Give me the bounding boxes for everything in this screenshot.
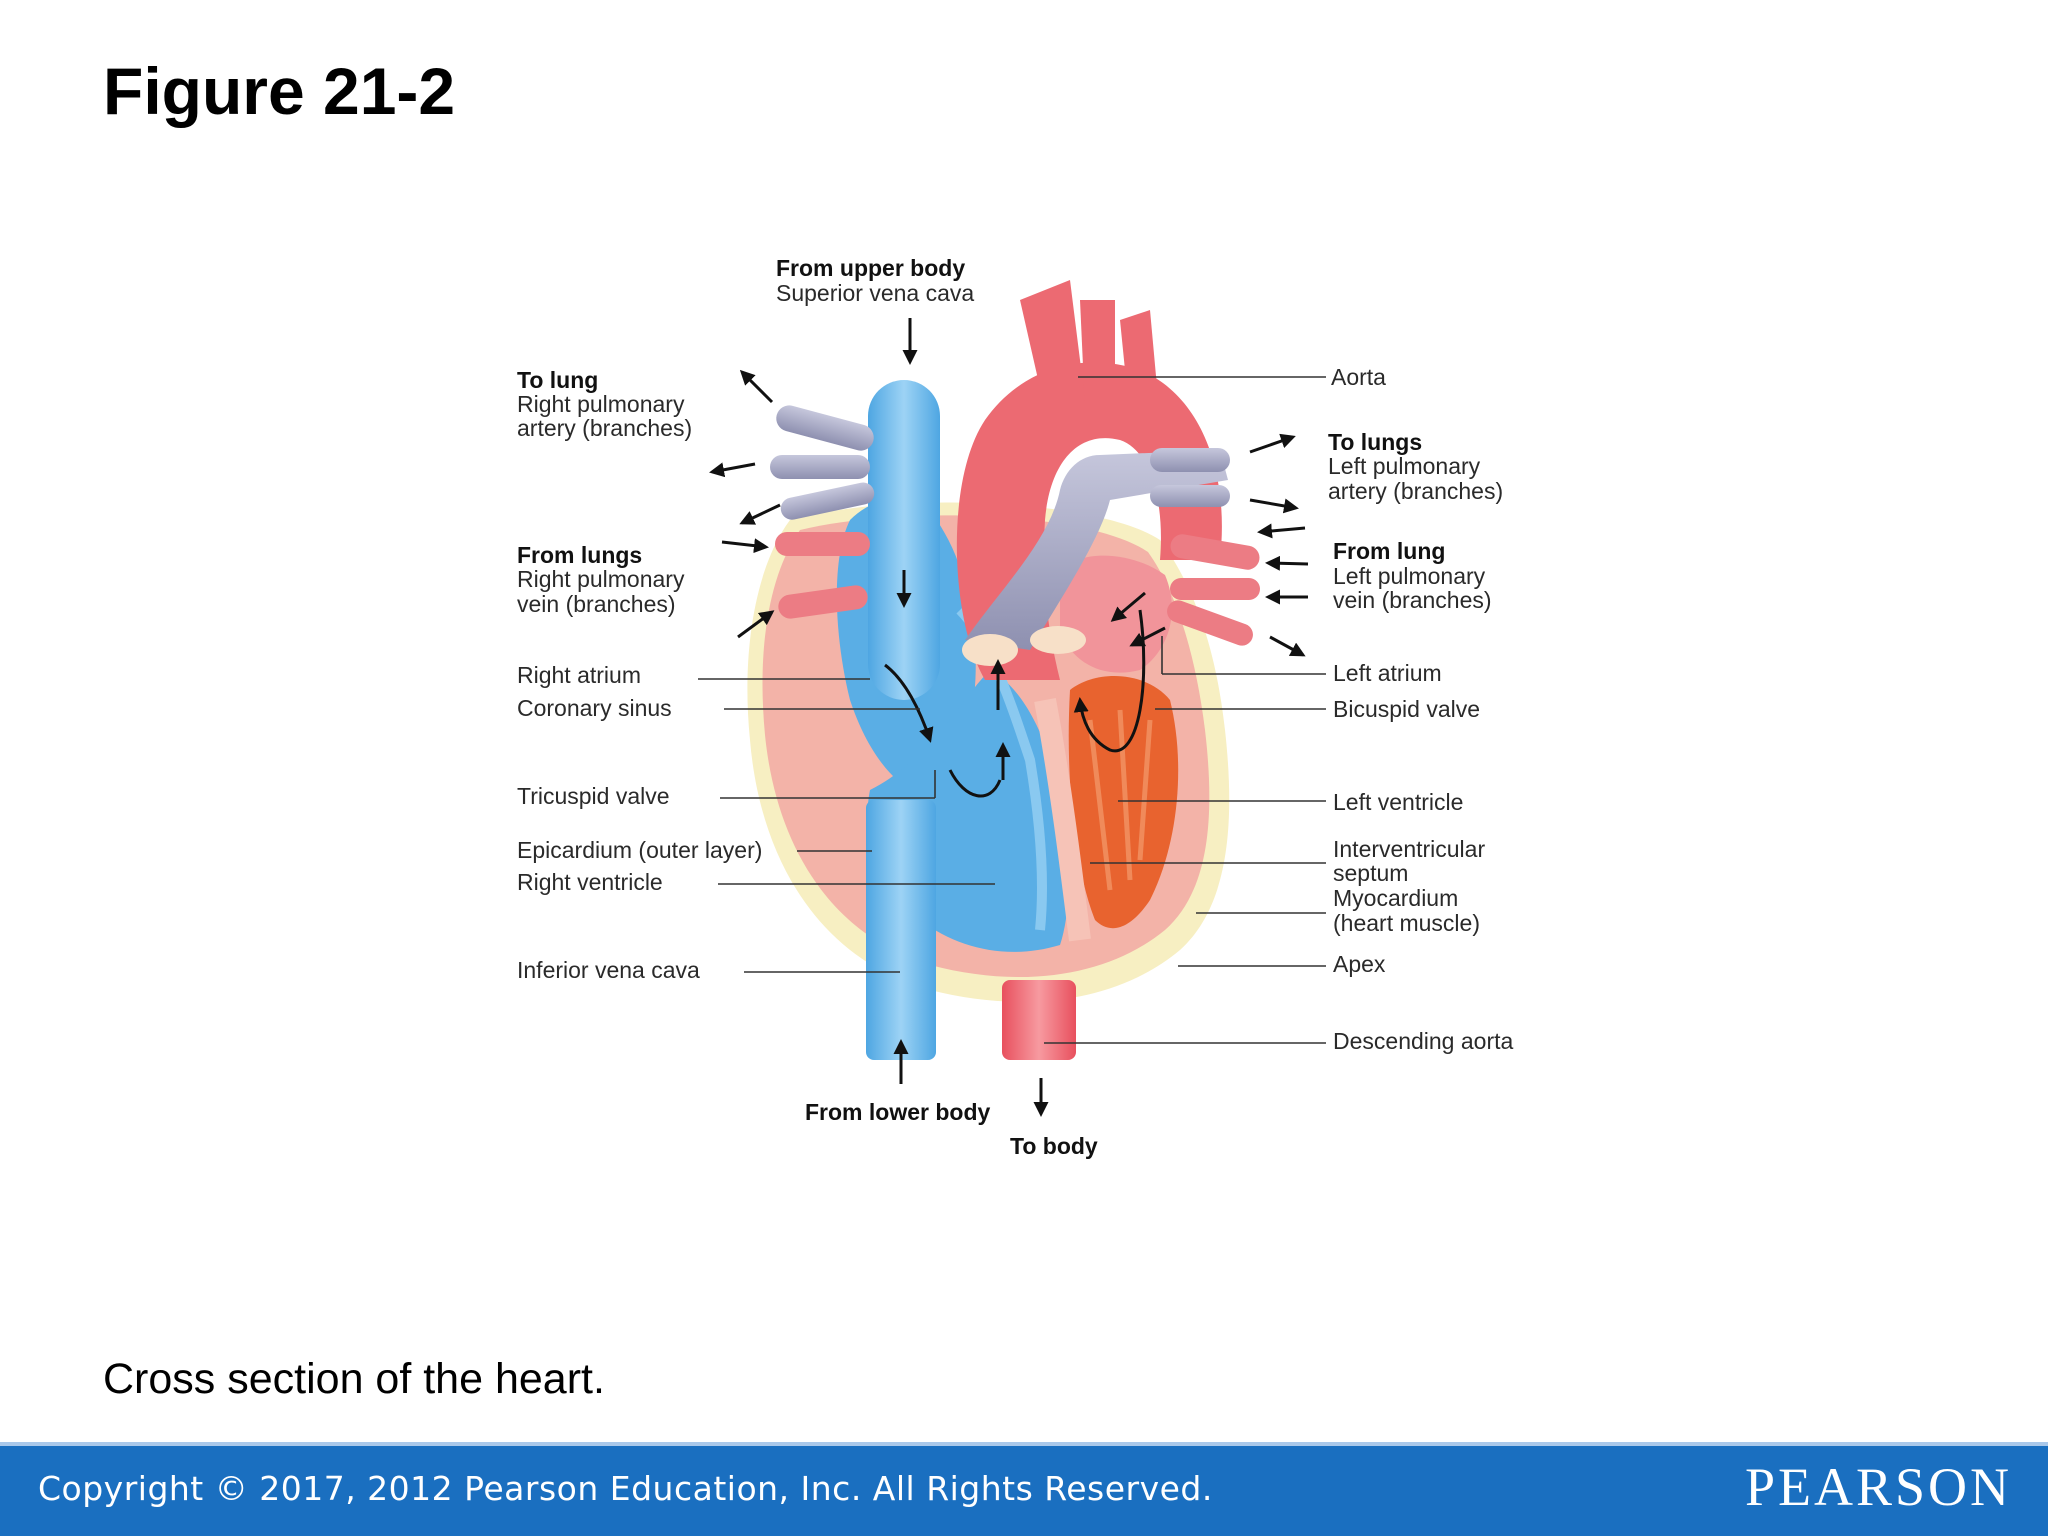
label-right-pulmonary-artery-1: Right pulmonary [517,391,685,417]
label-right-ventricle: Right ventricle [517,869,663,895]
label-superior-vena-cava: Superior vena cava [776,280,974,306]
copyright-notice: Copyright © 2017, 2012 Pearson Education… [38,1469,1213,1508]
pearson-logo: PEARSON [1744,1457,2012,1517]
footer-divider [0,1442,2048,1446]
label-from-lung: From lung [1333,538,1445,564]
inferior-vena-cava-shape [866,800,936,1060]
slide-title: Figure 21-2 [103,54,456,128]
label-to-lungs: To lungs [1328,429,1422,455]
label-descending-aorta: Descending aorta [1333,1028,1513,1054]
pulmonary-trunk-shape [965,450,1228,650]
label-left-pulmonary-vein-1: Left pulmonary [1333,563,1486,589]
label-right-pulmonary-vein-2: vein (branches) [517,591,676,617]
label-bicuspid-valve: Bicuspid valve [1333,696,1480,722]
label-from-upper-body: From upper body [776,255,965,281]
label-myocardium-1: Myocardium [1333,885,1458,911]
label-from-lungs: From lungs [517,542,642,568]
leader-lines [698,376,1326,1044]
label-tricuspid-valve: Tricuspid valve [517,783,670,809]
descending-aorta-shape [1002,980,1076,1060]
label-apex: Apex [1333,951,1386,977]
label-inferior-vena-cava: Inferior vena cava [517,957,700,983]
label-left-atrium: Left atrium [1333,660,1442,686]
label-right-pulmonary-vein-1: Right pulmonary [517,566,685,592]
label-epicardium: Epicardium (outer layer) [517,837,762,863]
blood-flow-arrows [709,318,1309,1117]
label-aorta: Aorta [1331,364,1386,390]
label-left-ventricle: Left ventricle [1333,789,1463,815]
label-interventricular-septum-2: septum [1333,860,1408,886]
label-to-body: To body [1010,1133,1098,1159]
superior-vena-cava-shape [868,380,940,700]
label-right-atrium: Right atrium [517,662,641,688]
figure-caption: Cross section of the heart. [103,1355,605,1403]
label-right-pulmonary-artery-2: artery (branches) [517,415,692,441]
label-left-pulmonary-vein-2: vein (branches) [1333,587,1492,613]
label-coronary-sinus: Coronary sinus [517,695,672,721]
label-left-pulmonary-artery-2: artery (branches) [1328,478,1503,504]
footer-bar [0,1442,2048,1536]
left-atrium-shape [1060,555,1172,673]
label-from-lower-body: From lower body [805,1099,991,1125]
label-interventricular-septum-1: Interventricular [1333,836,1485,862]
label-to-lung: To lung [517,367,598,393]
label-left-pulmonary-artery-1: Left pulmonary [1328,453,1481,479]
label-myocardium-2: (heart muscle) [1333,910,1480,936]
diagram-labels: From upper body Superior vena cava To lu… [517,255,1513,1159]
